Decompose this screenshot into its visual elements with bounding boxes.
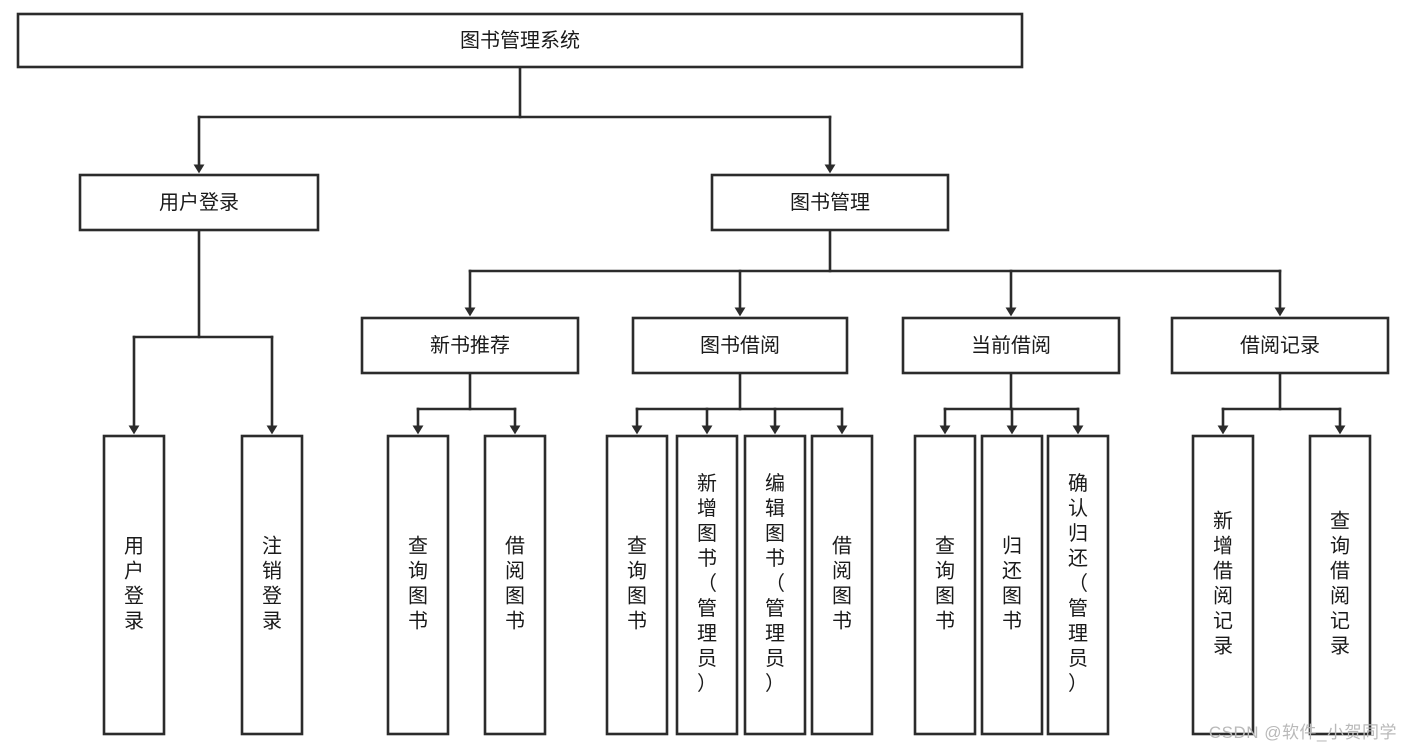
node-box-book-borrow[interactable] (631, 316, 849, 375)
node-box-leaf-add-book-admin[interactable] (675, 434, 739, 736)
node-leaf-query-borrow-record[interactable]: 查询借阅记录 (1308, 434, 1372, 736)
node-label-root: 图书管理系统 (460, 29, 580, 52)
node-label-book-borrow: 图书借阅 (700, 334, 780, 357)
node-leaf-edit-book-admin[interactable]: 编辑图书（管理员） (743, 434, 807, 736)
node-current-borrow[interactable]: 当前借阅 (901, 316, 1121, 375)
node-box-user-login[interactable] (78, 173, 320, 232)
node-box-leaf-query-book-recommend[interactable] (386, 434, 450, 736)
node-label-user-login: 用户登录 (159, 191, 239, 214)
node-label-leaf-query-book-recommend: 查询图书 (408, 535, 428, 633)
node-label-leaf-add-borrow-record: 新增借阅记录 (1213, 510, 1233, 658)
node-label-leaf-query-book-current: 查询图书 (935, 535, 955, 633)
node-label-current-borrow: 当前借阅 (971, 334, 1051, 357)
node-box-borrow-record[interactable] (1170, 316, 1390, 375)
node-box-book-manage[interactable] (710, 173, 950, 232)
node-box-root[interactable] (16, 12, 1024, 69)
node-box-leaf-user-login[interactable] (102, 434, 166, 736)
node-new-book-recommend[interactable]: 新书推荐 (360, 316, 580, 375)
node-box-leaf-return-book[interactable] (980, 434, 1044, 736)
node-box-leaf-confirm-return-admin[interactable] (1046, 434, 1110, 736)
node-label-book-manage: 图书管理 (790, 191, 870, 214)
node-label-leaf-add-book-admin: 新增图书（管理员） (697, 472, 717, 695)
node-leaf-add-borrow-record[interactable]: 新增借阅记录 (1191, 434, 1255, 736)
node-box-leaf-query-book-current[interactable] (913, 434, 977, 736)
node-box-leaf-edit-book-admin[interactable] (743, 434, 807, 736)
node-leaf-return-book[interactable]: 归还图书 (980, 434, 1044, 736)
node-label-borrow-record: 借阅记录 (1240, 334, 1320, 357)
node-label-leaf-query-borrow-record: 查询借阅记录 (1330, 510, 1350, 658)
node-leaf-borrow-book[interactable]: 借阅图书 (810, 434, 874, 736)
node-leaf-logout[interactable]: 注销登录 (240, 434, 304, 736)
edges-layer (128, 65, 1346, 435)
node-book-manage[interactable]: 图书管理 (710, 173, 950, 232)
node-box-new-book-recommend[interactable] (360, 316, 580, 375)
node-leaf-user-login[interactable]: 用户登录 (102, 434, 166, 736)
node-root[interactable]: 图书管理系统 (16, 12, 1024, 69)
node-box-leaf-query-book-borrow[interactable] (605, 434, 669, 736)
node-label-leaf-user-login: 用户登录 (124, 536, 144, 633)
node-label-leaf-borrow-book-recommend: 借阅图书 (505, 535, 525, 633)
node-label-leaf-edit-book-admin: 编辑图书（管理员） (765, 472, 785, 695)
node-label-leaf-confirm-return-admin: 确认归还（管理员） (1068, 472, 1088, 695)
node-leaf-add-book-admin[interactable]: 新增图书（管理员） (675, 434, 739, 736)
node-label-leaf-borrow-book: 借阅图书 (832, 535, 852, 633)
nodes-layer: 图书管理系统用户登录图书管理新书推荐图书借阅当前借阅借阅记录用户登录注销登录查询… (16, 12, 1390, 736)
node-borrow-record[interactable]: 借阅记录 (1170, 316, 1390, 375)
node-label-leaf-query-book-borrow: 查询图书 (627, 535, 647, 633)
node-leaf-query-book-recommend[interactable]: 查询图书 (386, 434, 450, 736)
node-leaf-confirm-return-admin[interactable]: 确认归还（管理员） (1046, 434, 1110, 736)
node-book-borrow[interactable]: 图书借阅 (631, 316, 849, 375)
node-box-leaf-borrow-book-recommend[interactable] (483, 434, 547, 736)
node-label-leaf-return-book: 归还图书 (1002, 535, 1022, 633)
node-box-current-borrow[interactable] (901, 316, 1121, 375)
node-box-leaf-borrow-book[interactable] (810, 434, 874, 736)
node-box-leaf-query-borrow-record[interactable] (1308, 434, 1372, 736)
node-leaf-query-book-borrow[interactable]: 查询图书 (605, 434, 669, 736)
node-leaf-borrow-book-recommend[interactable]: 借阅图书 (483, 434, 547, 736)
node-leaf-query-book-current[interactable]: 查询图书 (913, 434, 977, 736)
node-label-leaf-logout: 注销登录 (262, 535, 282, 633)
node-user-login[interactable]: 用户登录 (78, 173, 320, 232)
node-box-leaf-logout[interactable] (240, 434, 304, 736)
node-label-new-book-recommend: 新书推荐 (430, 334, 510, 357)
node-box-leaf-add-borrow-record[interactable] (1191, 434, 1255, 736)
